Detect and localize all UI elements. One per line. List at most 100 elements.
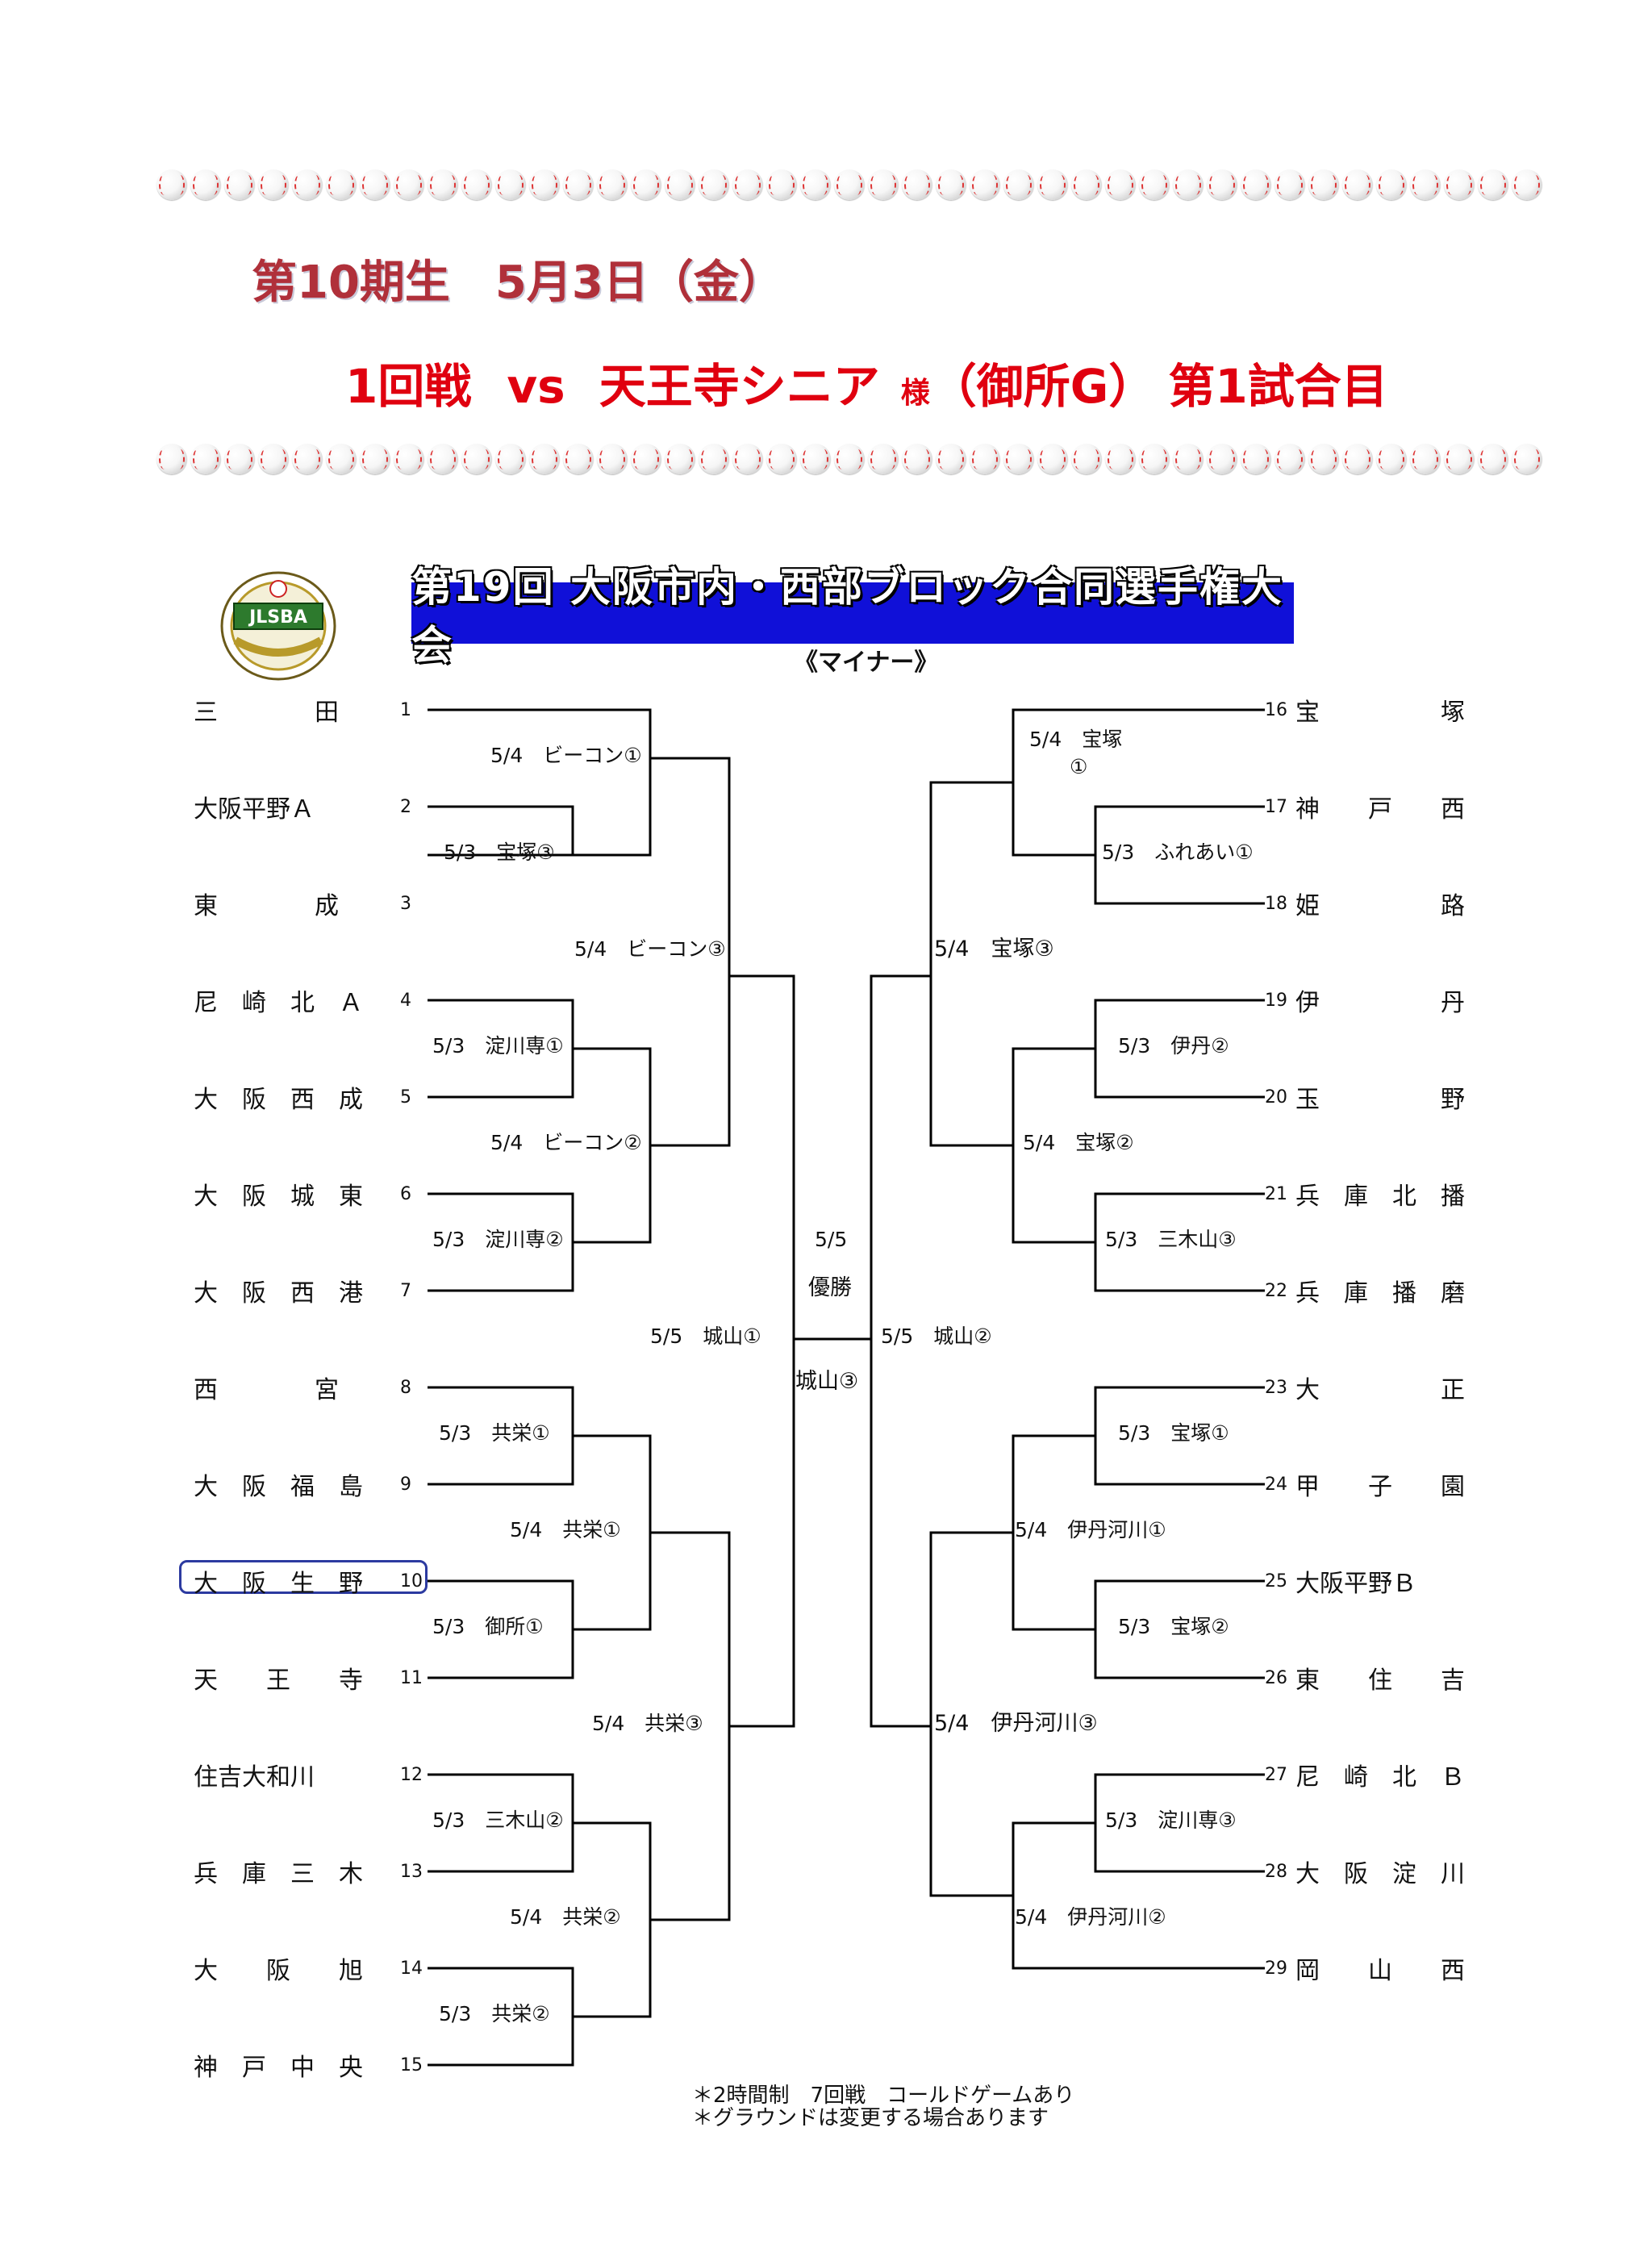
result-r2c: 5/4 伊丹河川① — [1015, 1518, 1166, 1541]
result-r1d: 5/3 宝塚① — [1118, 1421, 1229, 1445]
team-name: 東 住 吉 — [1295, 1667, 1465, 1695]
team-name: 東 成 — [194, 892, 339, 920]
baseball-icon — [428, 169, 458, 200]
team-name: 尼 崎 北 Ａ — [194, 989, 363, 1017]
result-r1b: 5/3 伊丹② — [1118, 1034, 1229, 1057]
seed-number: 10 — [400, 1571, 423, 1591]
seed-number: 8 — [400, 1377, 411, 1398]
champion: 城山③ — [795, 1369, 859, 1394]
team-name: 西 宮 — [194, 1376, 339, 1404]
opponent-name: 天王寺シニア — [599, 359, 880, 414]
baseball-icon — [1342, 444, 1373, 474]
team-name: 兵 庫 播 磨 — [1295, 1279, 1465, 1308]
round-label: 1回戦 — [345, 359, 472, 414]
team-name: 天 王 寺 — [194, 1667, 363, 1695]
baseball-icon — [1207, 169, 1237, 200]
baseball-icon — [1037, 169, 1068, 200]
footnotes: ＊2時間制 7回戦 コールドゲームあり ＊グラウンドは変更する場合あります — [692, 2084, 1074, 2130]
baseball-border-bottom — [155, 440, 1549, 479]
baseball-icon — [631, 169, 661, 200]
team-slot-15: 神 戸 中 央 15 — [194, 2047, 436, 2083]
seed-number: 16 — [1265, 699, 1287, 720]
team-name: 姫 路 — [1295, 892, 1465, 920]
team-slot-18: 18 姫 路 — [1255, 886, 1507, 921]
team-name: 神 戸 中 央 — [194, 2054, 363, 2082]
seed-number: 24 — [1265, 1474, 1287, 1495]
seed-number: 2 — [400, 796, 411, 817]
baseball-icon — [1308, 169, 1339, 200]
jlsba-emblem-icon: JLSBA — [220, 571, 336, 681]
baseball-icon — [868, 169, 899, 200]
result-r3b: 5/4 伊丹河川③ — [934, 1711, 1098, 1736]
team-name: 神 戸 西 — [1295, 795, 1465, 824]
baseball-icon — [1308, 444, 1339, 474]
result-l1a: 5/3 宝塚③ — [444, 841, 555, 864]
seed-number: 5 — [400, 1087, 411, 1108]
seed-number: 18 — [1265, 893, 1287, 914]
result-r2b: 5/4 宝塚② — [1023, 1131, 1134, 1154]
baseball-icon — [665, 169, 695, 200]
vs-label: vs — [507, 359, 565, 414]
team-name: 大 阪 福 島 — [194, 1473, 363, 1501]
baseball-icon — [1139, 444, 1170, 474]
baseball-icon — [699, 169, 729, 200]
result-l2a: 5/4 ビーコン① — [490, 744, 642, 767]
result-l1e: 5/3 御所① — [432, 1615, 544, 1638]
baseball-icon — [1071, 169, 1102, 200]
footnote-1: ＊2時間制 7回戦 コールドゲームあり — [692, 2084, 1075, 2108]
seed-number: 1 — [400, 699, 411, 720]
team-name: 三 田 — [194, 699, 339, 727]
result-r1f: 5/3 淀川専③ — [1105, 1808, 1237, 1832]
baseball-icon — [1274, 444, 1305, 474]
team-name: 大 正 — [1295, 1376, 1465, 1404]
seed-number: 12 — [400, 1764, 423, 1785]
baseball-icon — [394, 444, 424, 474]
team-slot-8: 西 宮 8 — [194, 1370, 436, 1405]
team-slot-25: 25 大阪平野Ｂ — [1255, 1563, 1507, 1599]
baseball-icon — [902, 444, 932, 474]
baseball-icon — [428, 444, 458, 474]
baseball-icon — [156, 444, 187, 474]
result-l1f: 5/3 三木山② — [432, 1808, 564, 1832]
seed-number: 27 — [1265, 1764, 1287, 1785]
result-l2c: 5/4 共栄① — [510, 1518, 621, 1541]
baseball-icon — [834, 169, 865, 200]
baseball-icon — [1207, 444, 1237, 474]
result-l2d: 5/4 共栄② — [510, 1905, 621, 1929]
baseball-icon — [800, 444, 831, 474]
result-l1b: 5/3 淀川専① — [432, 1034, 564, 1057]
seed-number: 25 — [1265, 1571, 1287, 1591]
team-name: 大 阪 西 港 — [194, 1279, 363, 1308]
team-name: 大阪平野Ｂ — [1295, 1570, 1416, 1598]
baseball-icon — [936, 444, 966, 474]
baseball-icon — [732, 444, 763, 474]
baseball-icon — [360, 444, 390, 474]
baseball-icon — [766, 169, 797, 200]
result-r2a-mark: ① — [1070, 755, 1088, 778]
baseball-icon — [970, 444, 1000, 474]
result-r1c: 5/3 三木山③ — [1105, 1228, 1237, 1251]
baseball-icon — [1173, 169, 1204, 200]
seed-number: 15 — [400, 2055, 423, 2075]
baseball-icon — [665, 444, 695, 474]
baseball-icon — [495, 444, 526, 474]
baseball-border-top — [155, 166, 1549, 205]
seed-number: 21 — [1265, 1183, 1287, 1204]
baseball-icon — [1512, 169, 1542, 200]
baseball-icon — [529, 169, 560, 200]
baseball-icon — [292, 444, 323, 474]
seed-number: 4 — [400, 990, 411, 1011]
baseball-icon — [936, 169, 966, 200]
